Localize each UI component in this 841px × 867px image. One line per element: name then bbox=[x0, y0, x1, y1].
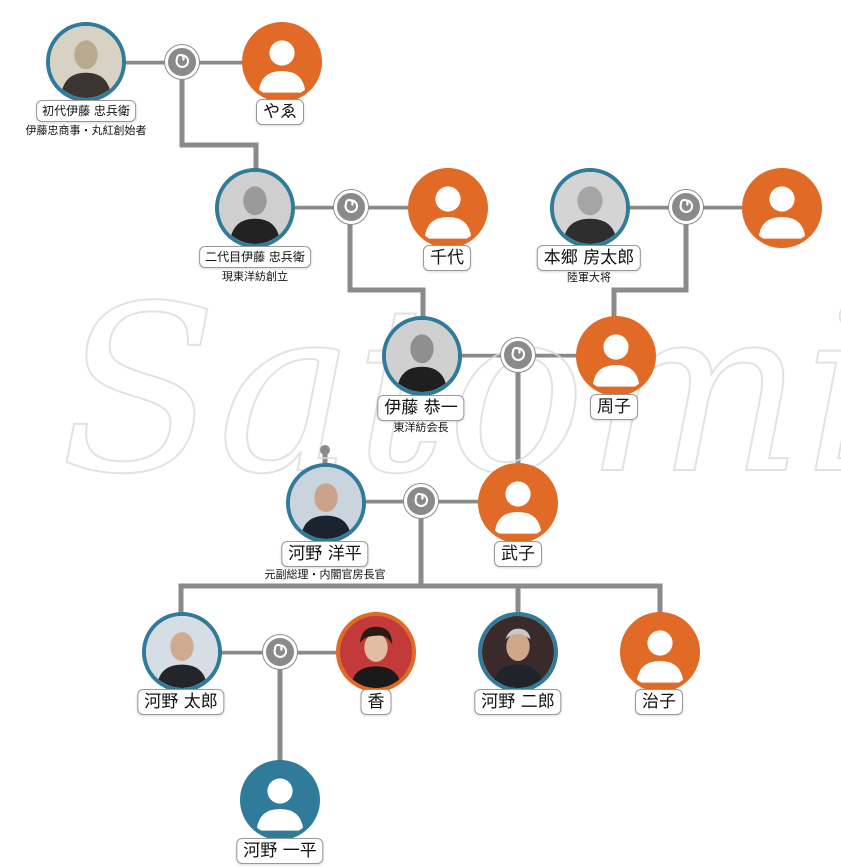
person-photo-kaori[interactable] bbox=[336, 612, 416, 692]
marriage-ring-icon bbox=[404, 484, 438, 518]
connector-dot bbox=[320, 445, 330, 455]
person-name-chubei2: 二代目伊藤 忠兵衛 bbox=[199, 246, 311, 268]
person-note-yohei: 元副総理・内閣官房長官 bbox=[264, 568, 386, 581]
person-name-shuko: 周子 bbox=[590, 394, 638, 420]
person-photo-kyoichi[interactable] bbox=[382, 316, 462, 396]
person-silhouette-chiyo[interactable] bbox=[408, 168, 488, 248]
person-photo-yohei[interactable] bbox=[286, 463, 366, 543]
person-name-yohei: 河野 洋平 bbox=[281, 541, 369, 567]
person-silhouette-yae[interactable] bbox=[242, 22, 322, 102]
person-name-ippei: 河野 一平 bbox=[236, 838, 324, 864]
marriage-ring-icon bbox=[669, 190, 703, 224]
person-photo-jiro[interactable] bbox=[478, 612, 558, 692]
person-name-takeko: 武子 bbox=[494, 541, 542, 567]
person-photo-chubei2[interactable] bbox=[215, 168, 295, 248]
marriage-ring-icon bbox=[263, 635, 297, 669]
marriage-ring-icon bbox=[165, 45, 199, 79]
person-silhouette-takeko[interactable] bbox=[478, 463, 558, 543]
person-name-chiyo: 千代 bbox=[423, 245, 471, 271]
person-note-fusataro: 陸軍大将 bbox=[567, 271, 611, 284]
person-note-chubei2: 現東洋紡創立 bbox=[222, 270, 288, 283]
person-name-jiro: 河野 二郎 bbox=[474, 689, 562, 715]
person-photo-taro[interactable] bbox=[142, 612, 222, 692]
marriage-ring-icon bbox=[334, 190, 368, 224]
person-name-kyoichi: 伊藤 恭一 bbox=[377, 395, 465, 421]
person-photo-chubei1[interactable] bbox=[46, 22, 126, 102]
person-silhouette-shuko[interactable] bbox=[576, 316, 656, 396]
marriage-ring-icon bbox=[501, 338, 535, 372]
person-silhouette-fusataro-wife[interactable] bbox=[742, 168, 822, 248]
person-name-fusataro: 本郷 房太郎 bbox=[536, 245, 642, 271]
person-note-kyoichi: 東洋紡会長 bbox=[393, 421, 449, 434]
person-note-chubei1: 伊藤忠商事・丸紅創始者 bbox=[25, 124, 147, 137]
person-name-kaori: 香 bbox=[360, 689, 392, 715]
person-name-yae: やゑ bbox=[256, 99, 304, 125]
person-name-taro: 河野 太郎 bbox=[137, 689, 225, 715]
person-silhouette-haruko[interactable] bbox=[620, 612, 700, 692]
person-name-haruko: 治子 bbox=[635, 689, 683, 715]
person-silhouette-ippei[interactable] bbox=[240, 760, 320, 840]
person-name-chubei1: 初代伊藤 忠兵衛 bbox=[36, 100, 136, 122]
person-photo-fusataro[interactable] bbox=[550, 168, 630, 248]
